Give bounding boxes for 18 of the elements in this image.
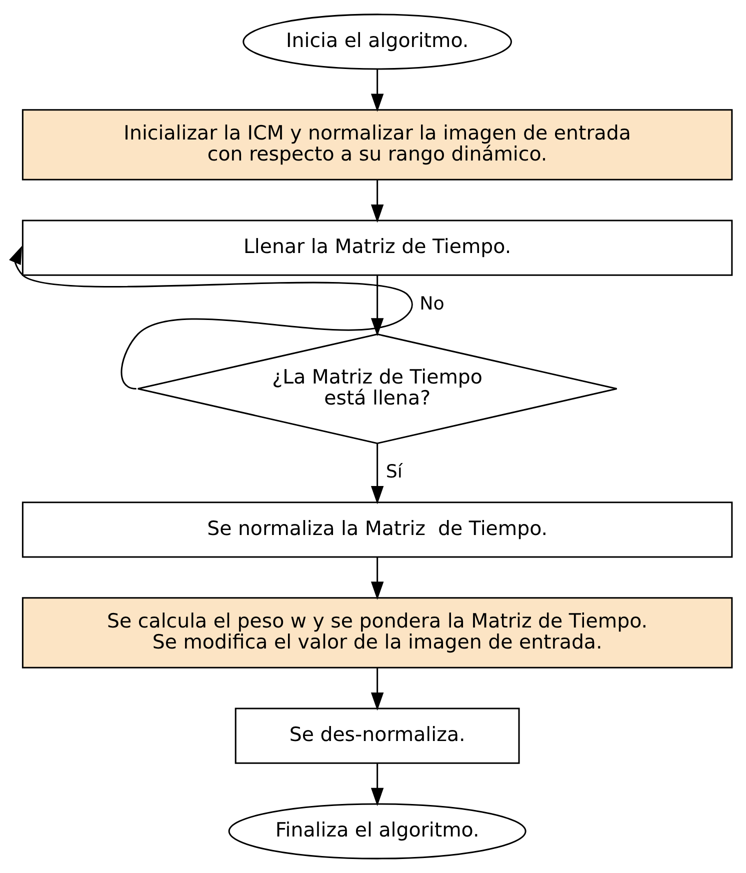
arrow	[370, 668, 384, 711]
arrow	[370, 180, 384, 223]
node-box: Inicializar la ICM y normalizar la imagen de entrada con respecto a su rango dinámico.	[21, 109, 732, 180]
arrow	[370, 275, 384, 336]
arrow	[8, 246, 412, 390]
arrow	[370, 764, 384, 806]
node-box: Llenar la Matriz de Tiempo.	[21, 220, 732, 276]
node-box: Se normaliza la Matriz de Tiempo.	[21, 502, 732, 558]
edge-label: Sí	[385, 462, 402, 483]
arrow	[370, 444, 384, 504]
node-ellipse: Finaliza el algoritmo.	[228, 803, 526, 860]
node-diamond: ¿La Matriz de Tiempo está llena?	[136, 333, 618, 444]
arrow	[370, 70, 384, 112]
node-box: Se des-normaliza.	[234, 708, 520, 764]
node-ellipse: Inicia el algoritmo.	[242, 14, 512, 70]
edge-label: No	[419, 293, 444, 314]
node-box: Se calcula el peso w y se pondera la Matriz de Tiempo. Se modifica el valor de la imagen de entrada.	[21, 597, 732, 668]
arrow	[370, 558, 384, 600]
